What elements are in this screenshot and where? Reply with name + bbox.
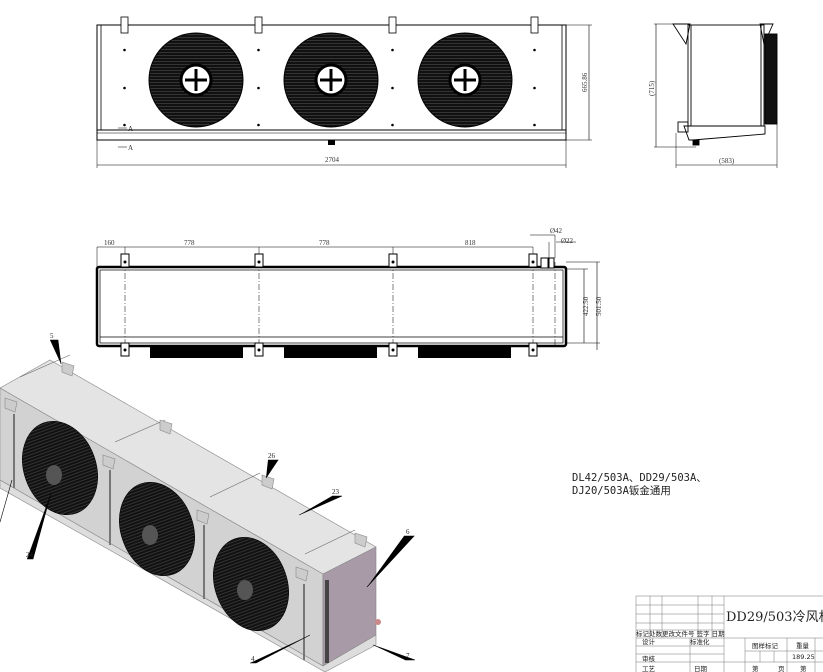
weight-value: 189.25 [792,653,815,661]
spacing-dimension: 778 [319,239,330,247]
sheet-label: 第 [800,664,807,672]
isometric-view [0,339,416,672]
part-label: 7 [406,652,410,660]
side-view [654,23,778,168]
process-label: 工艺 [642,665,656,672]
part-label: 23 [332,488,340,496]
pipe-diameter-dimension: Ø22 [561,237,574,245]
width-dimension: 2704 [325,156,340,164]
review-label: 审核 [642,654,656,663]
drawing-title: DD29/503冷风机 [726,610,823,625]
section-marker: A [128,144,133,152]
note-line: DJ20/503A钣金通用 [572,485,671,497]
part-label: 26 [268,452,276,460]
title-block [635,595,823,672]
part-label: 4 [251,655,255,663]
pipe-diameter-dimension: Ø42 [550,227,563,235]
standardization-label: 标准化 [690,637,710,646]
applicability-note: DL42/503A、DD29/503A、 DJ20/503A钣金通用 [572,472,707,498]
fan [417,32,513,128]
inner-depth-dimension: 422.50 [582,296,590,316]
page-label: 页 [778,665,785,672]
fan [283,32,379,128]
revision-header: 标记处数更改文件号 签字 日期 [636,629,725,638]
height-dimension: 665.86 [581,72,589,92]
design-label: 设计 [642,637,656,646]
date-label: 日期 [694,665,708,672]
outer-depth-dimension: 501.50 [595,296,603,316]
spacing-dimension: 778 [184,239,195,247]
part-label: 24 [26,551,34,559]
section-marker: A [128,125,133,133]
part-label: 5 [50,332,54,340]
note-line: DL42/503A、DD29/503A、 [572,472,707,484]
side-height-dimension: (715) [648,80,656,96]
side-depth-dimension: (583) [719,157,735,165]
sheet-label: 第 [752,664,759,672]
spacing-dimension: 160 [104,239,115,247]
spacing-dimension: 818 [465,239,476,247]
front-view [96,16,592,168]
part-label: 6 [406,528,410,536]
weight-label: 重量 [796,642,810,650]
top-view [95,234,600,358]
drawing-mark-label: 图样标记 [752,641,779,650]
fan [148,32,244,128]
